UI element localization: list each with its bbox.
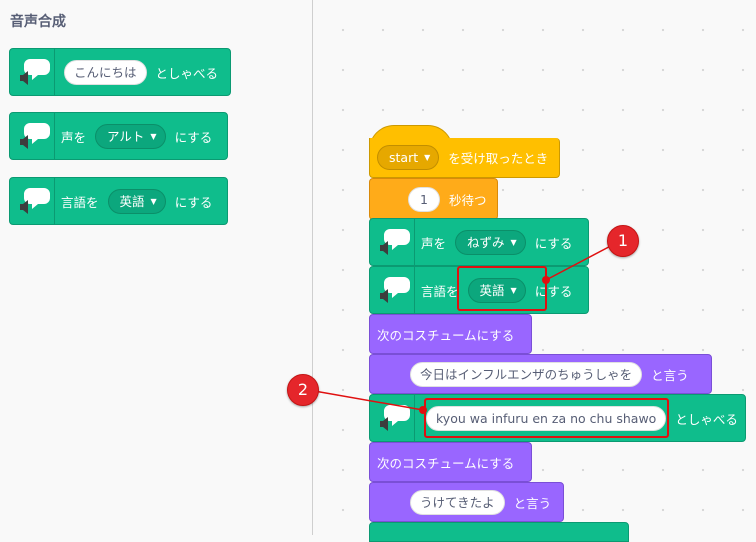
palette-set-language-block[interactable]: 言語を 英語▼ にする — [9, 177, 228, 225]
highlight-box-speak-text — [424, 398, 669, 438]
voice-dropdown[interactable]: アルト▼ — [95, 123, 166, 149]
say-block[interactable]: うけてきたよ と言う — [369, 482, 564, 522]
block-label: にする — [174, 194, 213, 210]
text-to-speech-icon — [370, 395, 415, 441]
when-i-receive-block[interactable]: start▼ を受け取ったとき — [369, 138, 560, 178]
annotation-badge: 1 — [607, 225, 639, 257]
chevron-down-icon: ▼ — [510, 237, 517, 247]
text-to-speech-icon — [370, 267, 415, 313]
say-block[interactable]: 今日はインフルエンザのちゅうしゃを と言う — [369, 354, 712, 394]
partial-speech-block[interactable] — [369, 522, 629, 542]
wait-block[interactable]: 1 秒待つ — [369, 178, 498, 220]
language-dropdown[interactable]: 英語▼ — [107, 188, 166, 214]
say-text-input[interactable]: 今日はインフルエンザのちゅうしゃを — [410, 361, 643, 387]
highlight-box-language — [457, 266, 547, 311]
block-label: としゃべる — [675, 411, 738, 427]
block-label: 秒待つ — [448, 192, 487, 208]
text-to-speech-icon — [10, 113, 55, 159]
block-label: にする — [174, 129, 213, 145]
text-to-speech-icon — [370, 219, 415, 265]
block-label: にする — [534, 283, 573, 299]
set-voice-block[interactable]: 声を ねずみ▼ にする — [369, 218, 589, 266]
speak-block[interactable]: kyou wa infuru en za no chu shawo としゃべる — [369, 394, 746, 442]
block-label: としゃべる — [155, 65, 219, 81]
block-label: 声を — [61, 129, 87, 145]
block-label: 声を — [421, 235, 447, 251]
language-dropdown[interactable]: 英語▼ — [467, 277, 526, 303]
next-costume-block[interactable]: 次のコスチュームにする — [369, 314, 532, 354]
block-label: と言う — [513, 495, 552, 511]
speak-text-input[interactable]: こんにちは — [64, 59, 147, 85]
speak-text-input[interactable]: kyou wa infuru en za no chu shawo — [426, 405, 667, 431]
block-label: 言語を — [61, 194, 99, 210]
block-label: と言う — [651, 367, 689, 383]
wait-seconds-input[interactable]: 1 — [408, 186, 440, 212]
category-title: 音声合成 — [10, 14, 66, 30]
chevron-down-icon: ▼ — [424, 153, 431, 162]
block-palette: 音声合成 こんにちは としゃべる 声を アルト▼ にする 言語を 英語▼ にする — [0, 0, 313, 535]
message-dropdown[interactable]: start▼ — [377, 145, 440, 170]
block-label: 次のコスチュームにする — [377, 327, 515, 343]
next-costume-block[interactable]: 次のコスチュームにする — [369, 442, 532, 482]
text-to-speech-icon — [10, 49, 55, 95]
palette-speak-block[interactable]: こんにちは としゃべる — [9, 48, 231, 96]
chevron-down-icon: ▼ — [510, 285, 517, 295]
say-text-input[interactable]: うけてきたよ — [410, 489, 505, 515]
block-label: を受け取ったとき — [448, 151, 549, 166]
chevron-down-icon: ▼ — [150, 196, 157, 206]
voice-dropdown[interactable]: ねずみ▼ — [455, 229, 526, 255]
chevron-down-icon: ▼ — [150, 131, 157, 141]
palette-set-voice-block[interactable]: 声を アルト▼ にする — [9, 112, 228, 160]
block-label: にする — [534, 235, 573, 251]
block-label: 言語を — [421, 283, 459, 299]
annotation-badge: 2 — [287, 374, 319, 406]
block-label: 次のコスチュームにする — [377, 455, 515, 471]
panel-divider — [312, 0, 313, 535]
text-to-speech-icon — [10, 178, 55, 224]
